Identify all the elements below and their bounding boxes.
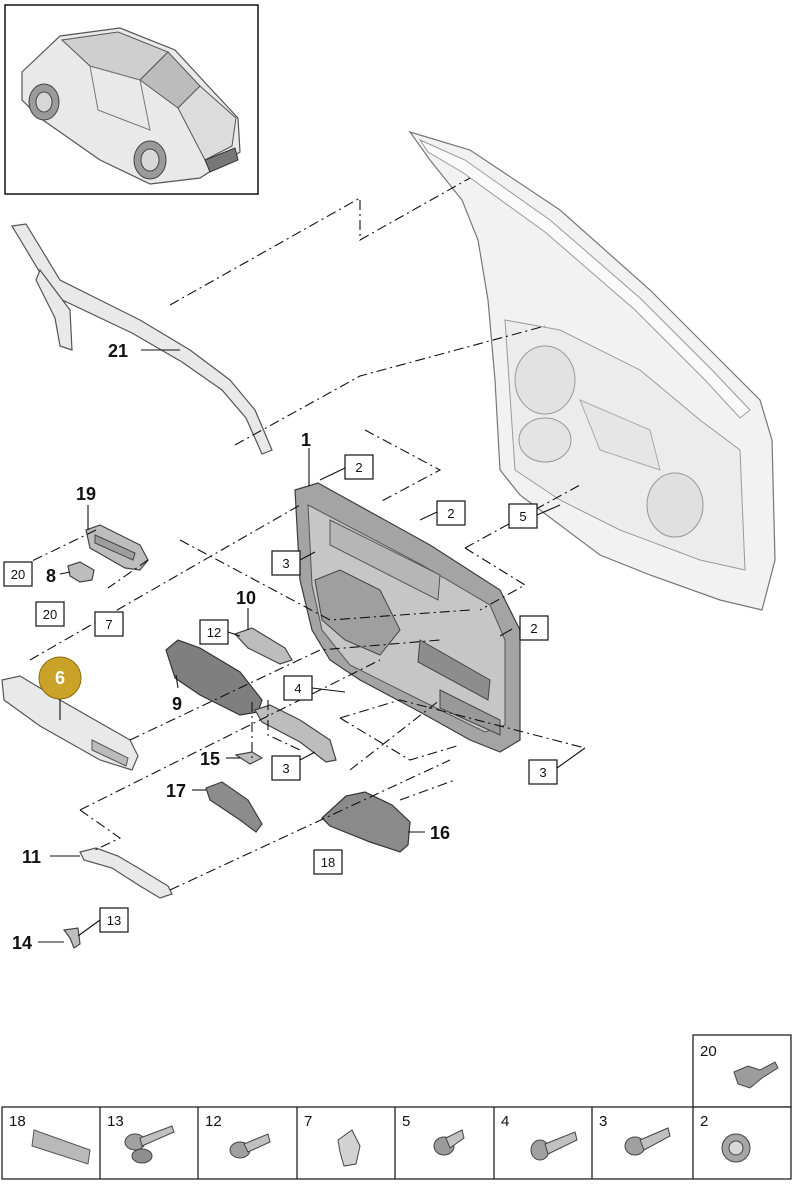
callout-21: 21 bbox=[108, 341, 128, 361]
boxed-2b: 2 bbox=[447, 506, 454, 521]
part-10-switch-bezel bbox=[233, 627, 293, 665]
legend-top-label: 20 bbox=[700, 1043, 717, 1060]
part-21-window-trim bbox=[11, 223, 273, 455]
box-7: 7 bbox=[94, 611, 124, 637]
legend-cell-label: 2 bbox=[700, 1113, 708, 1130]
box-18: 18 bbox=[313, 849, 343, 875]
box-4: 4 bbox=[283, 675, 313, 701]
boxed-4: 4 bbox=[294, 681, 301, 696]
boxed-2a: 2 bbox=[355, 460, 362, 475]
callout-15: 15 bbox=[200, 749, 220, 769]
part-19-bracket bbox=[85, 524, 149, 571]
box-3b: 3 bbox=[271, 755, 301, 781]
callout-9: 9 bbox=[172, 694, 182, 714]
callout-10: 10 bbox=[236, 588, 256, 608]
callout-19: 19 bbox=[76, 484, 96, 504]
legend-cell-label: 3 bbox=[599, 1113, 607, 1130]
boxed-3b: 3 bbox=[282, 761, 289, 776]
callout-6: 6 bbox=[55, 668, 65, 688]
boxed-3a: 3 bbox=[282, 556, 289, 571]
boxed-13: 13 bbox=[107, 913, 121, 928]
box-13: 13 bbox=[99, 907, 129, 933]
assembly-lines bbox=[29, 177, 586, 891]
boxed-callouts: 2 2 5 3 20 20 7 12 2 4 3 3 18 13 bbox=[3, 454, 558, 933]
callout-14: 14 bbox=[12, 933, 32, 953]
part-8-clip bbox=[67, 561, 95, 583]
callout-8: 8 bbox=[46, 566, 56, 586]
boxed-12: 12 bbox=[207, 625, 221, 640]
callout-numbers: 21 1 19 8 10 9 15 17 16 11 14 bbox=[12, 341, 450, 953]
legend-cell-label: 7 bbox=[304, 1113, 312, 1130]
boxed-20b: 20 bbox=[43, 607, 57, 622]
part-11-pull-handle bbox=[79, 847, 173, 899]
vehicle-thumbnail bbox=[4, 4, 259, 195]
box-3a: 3 bbox=[271, 550, 301, 576]
part-6-trim-strip bbox=[1, 675, 139, 771]
screw-icon bbox=[733, 1061, 779, 1089]
screw-icon bbox=[624, 1127, 671, 1156]
part-16-speaker-cover bbox=[321, 791, 411, 853]
boxed-20a: 20 bbox=[11, 567, 25, 582]
boxed-5: 5 bbox=[519, 509, 526, 524]
box-2b: 2 bbox=[436, 500, 466, 526]
legend-cell-label: 13 bbox=[107, 1113, 124, 1130]
callout-11: 11 bbox=[22, 847, 41, 867]
screw-icon bbox=[124, 1125, 175, 1164]
bolt-icon bbox=[530, 1131, 578, 1161]
screw-icon bbox=[229, 1133, 271, 1159]
part-grip-trim bbox=[254, 704, 337, 763]
callout-17: 17 bbox=[166, 781, 186, 801]
part-17-cover bbox=[205, 781, 263, 833]
box-3c: 3 bbox=[528, 759, 558, 785]
door-shell bbox=[408, 130, 776, 611]
box-5: 5 bbox=[508, 503, 538, 529]
box-2a: 2 bbox=[344, 454, 374, 480]
clip-icon bbox=[337, 1129, 361, 1167]
boxed-7: 7 bbox=[105, 617, 112, 632]
legend-cell-label: 4 bbox=[501, 1113, 509, 1130]
legend-cell-top: 20 bbox=[692, 1034, 792, 1108]
part-9-armrest bbox=[165, 639, 263, 716]
callout-1: 1 bbox=[301, 430, 311, 450]
leader-lines bbox=[38, 349, 586, 943]
foam-pad-icon bbox=[31, 1129, 91, 1165]
part-15-clip bbox=[234, 751, 264, 765]
grommet-icon bbox=[721, 1133, 751, 1163]
push-nut-icon bbox=[433, 1129, 465, 1156]
part-1-door-panel bbox=[294, 482, 521, 753]
boxed-2c: 2 bbox=[530, 621, 537, 636]
highlight-circle bbox=[38, 656, 82, 700]
legend-cell-label: 12 bbox=[205, 1113, 222, 1130]
boxed-3c: 3 bbox=[539, 765, 546, 780]
box-2c: 2 bbox=[519, 615, 549, 641]
legend-cell-label: 5 bbox=[402, 1113, 410, 1130]
part-14-clip bbox=[62, 927, 81, 949]
fastener-legend: 20 18 13 12 7 5 4 3 2 bbox=[1, 1034, 792, 1180]
box-20b: 20 bbox=[35, 601, 65, 627]
callout-6-highlight[interactable]: 6 bbox=[38, 656, 82, 700]
box-12: 12 bbox=[199, 619, 229, 645]
boxed-18: 18 bbox=[321, 855, 335, 870]
callout-16: 16 bbox=[430, 823, 450, 843]
box-20a: 20 bbox=[3, 561, 33, 587]
legend-row: 18 13 12 7 5 4 3 2 bbox=[1, 1106, 792, 1180]
legend-cell-label: 18 bbox=[9, 1113, 26, 1130]
